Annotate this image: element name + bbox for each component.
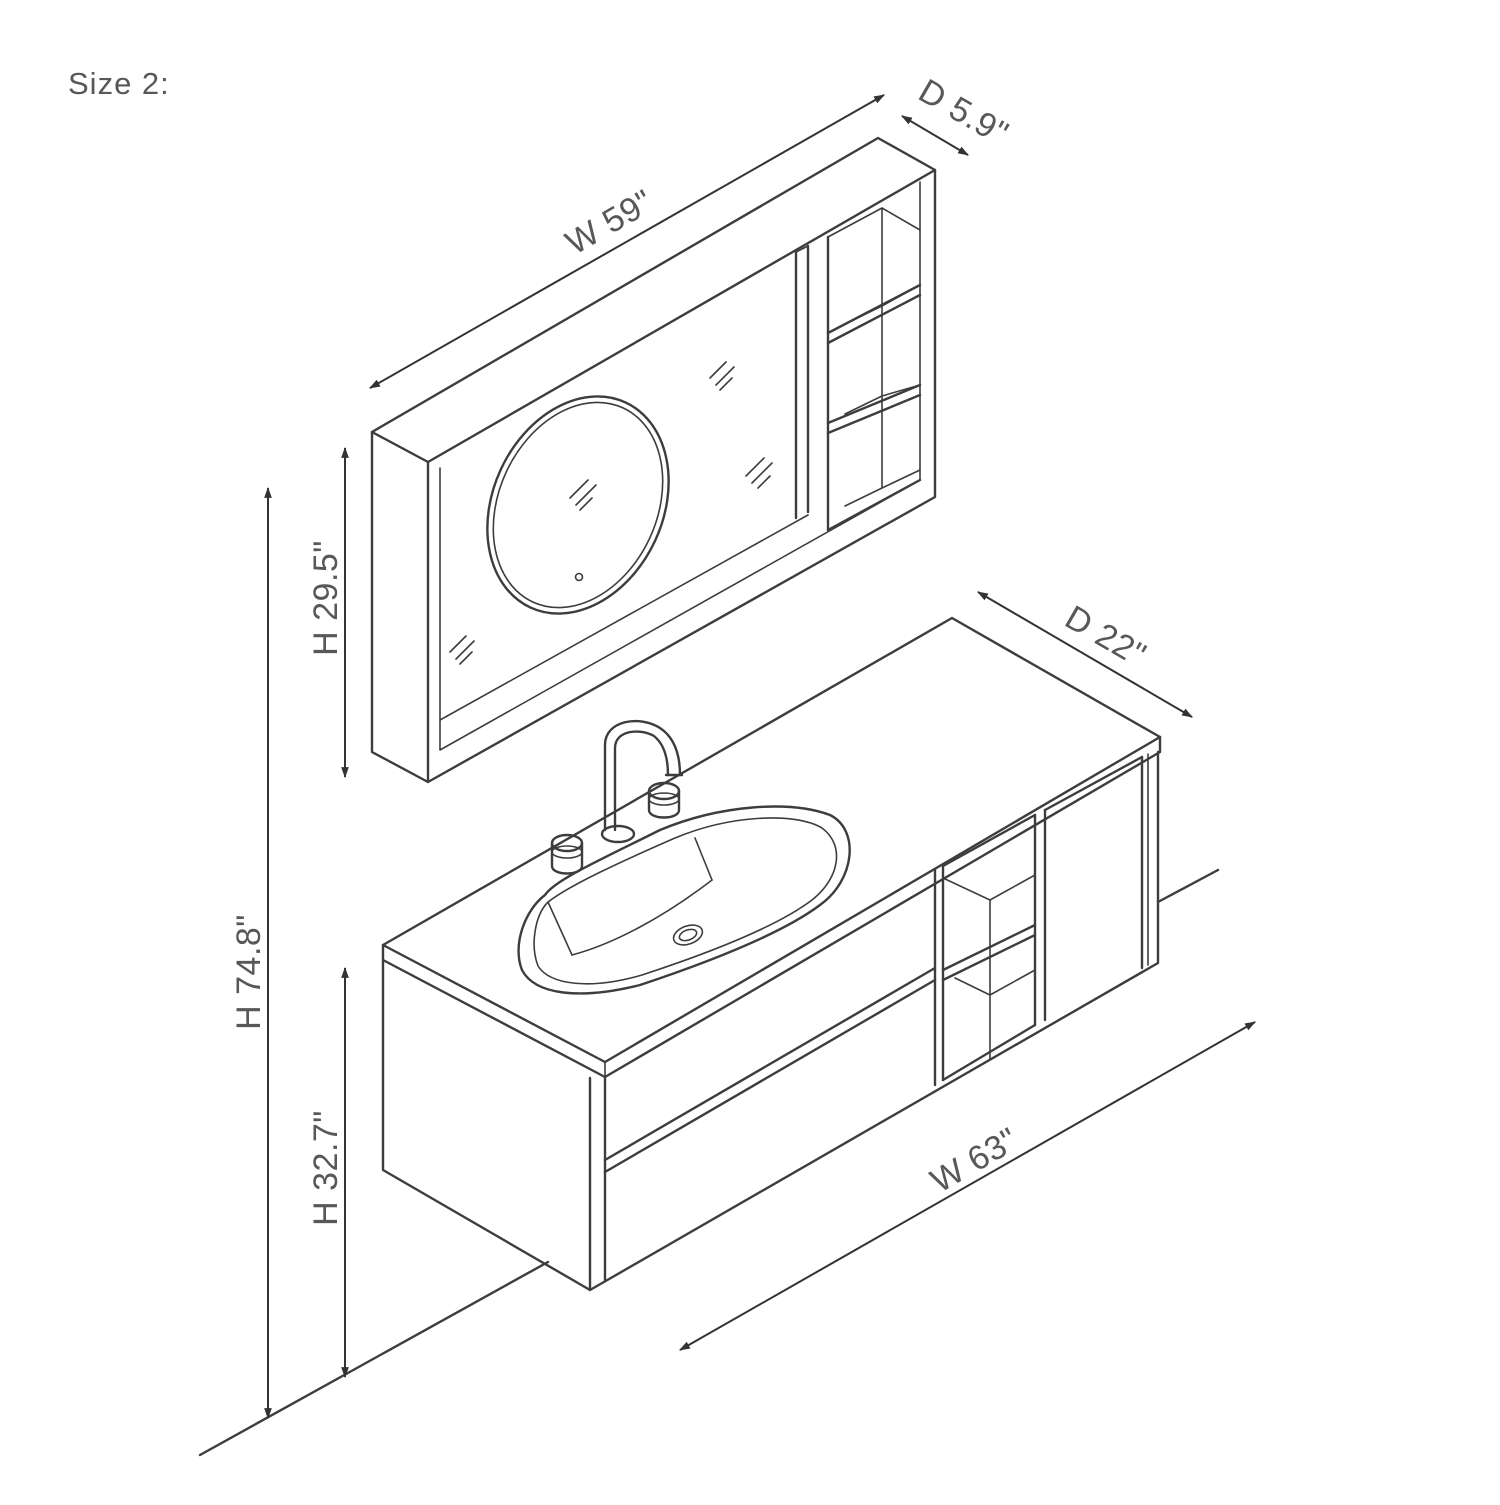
side-door [1043, 755, 1144, 812]
open-shelf [941, 813, 1037, 868]
total-height-label: H 74.8" [230, 914, 268, 1030]
dimension-lines [264, 94, 1256, 1420]
cabinet-height-label: H 29.5" [307, 540, 345, 656]
floor-line [198, 868, 1220, 1457]
vanity [381, 616, 1162, 1292]
page-title: Size 2: [68, 66, 170, 101]
round-mirror [486, 395, 670, 615]
vanity-width-label: W 63" [924, 1121, 1024, 1201]
countertop [381, 616, 1162, 1064]
mirror-cabinet [370, 136, 937, 784]
faucet-icon [600, 719, 684, 844]
faucet-handle-icon [550, 781, 681, 875]
vanity-depth-label: D 22" [1059, 598, 1153, 674]
basin [517, 805, 851, 995]
vanity-height-label: H 32.7" [307, 1110, 345, 1226]
cabinet-outline [370, 136, 937, 784]
touch-switch-icon [574, 572, 584, 582]
glass-reflection-icon [449, 361, 773, 665]
drawer-top [603, 966, 937, 1162]
cabinet-depth-label: D 5.9" [912, 72, 1014, 153]
